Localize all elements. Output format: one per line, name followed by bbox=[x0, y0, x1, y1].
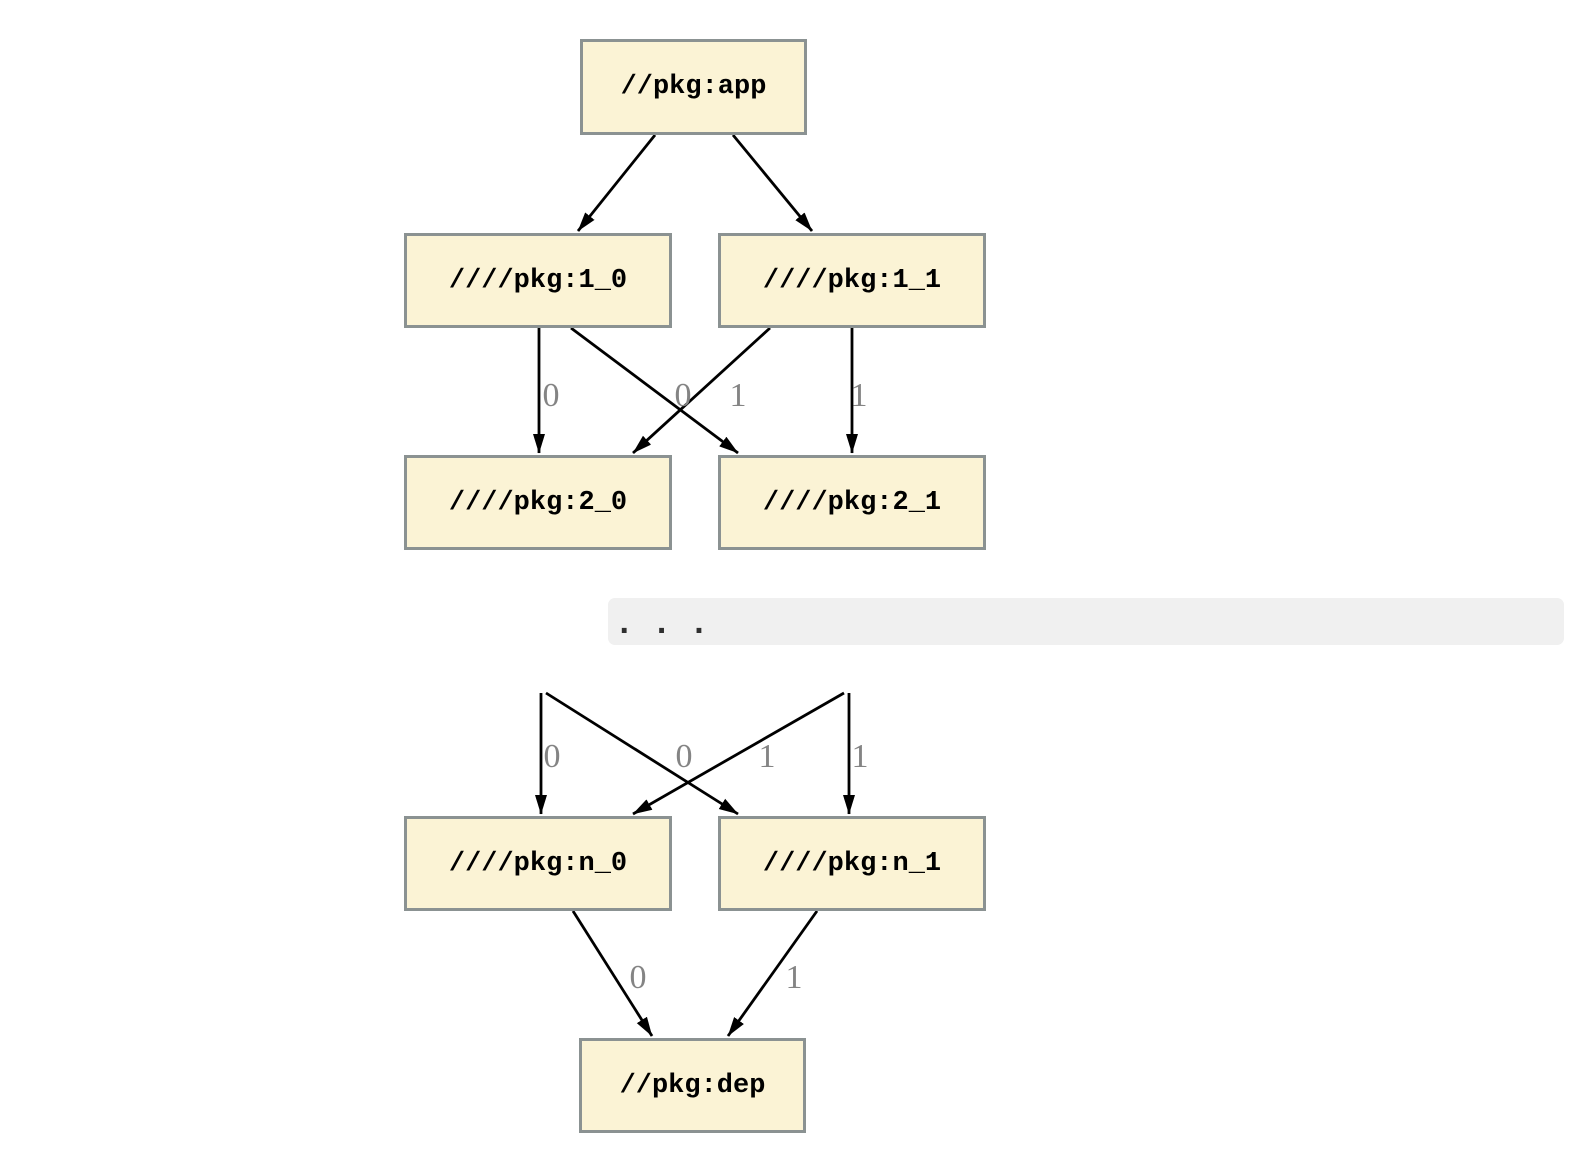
node-label-pkg-n-0: ////pkg:n_0 bbox=[448, 848, 628, 879]
edge-app-to-pkg-1-1 bbox=[731, 134, 814, 232]
edge-pkg-n-1-to-dep bbox=[726, 910, 819, 1037]
ellipsis-label: ... bbox=[614, 606, 727, 644]
edge-pkg-1-1-to-pkg-2-0 bbox=[632, 326, 771, 455]
edge-label-hidden-to-pkg-n-1-cross: 1 bbox=[759, 738, 776, 775]
node-label-pkg-2-1: ////pkg:2_1 bbox=[762, 487, 942, 518]
node-label-pkg-2-0: ////pkg:2_0 bbox=[448, 487, 628, 518]
edge-label-hidden-to-pkg-n-0-straight: 0 bbox=[544, 738, 561, 775]
ellipsis-band: ... bbox=[608, 598, 1564, 645]
edge-pkg-n-0-to-dep bbox=[571, 910, 654, 1037]
node-pkg-n-0: ////pkg:n_0 bbox=[404, 816, 672, 911]
node-label-app: //pkg:app bbox=[620, 72, 767, 102]
node-label-dep: //pkg:dep bbox=[619, 1070, 766, 1101]
node-dep: //pkg:dep bbox=[579, 1038, 806, 1133]
edge-pkg-1-0-to-pkg-2-1 bbox=[570, 326, 739, 455]
edge-label-pkg-1-0-to-pkg-2-0: 0 bbox=[543, 377, 560, 414]
node-pkg-1-1: ////pkg:1_1 bbox=[718, 233, 986, 328]
node-pkg-2-0: ////pkg:2_0 bbox=[404, 455, 672, 550]
node-label-pkg-n-1: ////pkg:n_1 bbox=[762, 848, 942, 879]
node-app: //pkg:app bbox=[580, 39, 807, 135]
node-pkg-2-1: ////pkg:2_1 bbox=[718, 455, 986, 550]
edge-label-pkg-1-1-to-pkg-2-0: 0 bbox=[675, 377, 692, 414]
edge-label-pkg-n-1-to-dep: 1 bbox=[786, 959, 803, 996]
edge-app-to-pkg-1-0 bbox=[576, 134, 657, 232]
node-label-pkg-1-1: ////pkg:1_1 bbox=[762, 265, 942, 296]
edge-hidden-to-pkg-n-0-cross bbox=[632, 691, 845, 816]
node-pkg-1-0: ////pkg:1_0 bbox=[404, 233, 672, 328]
edge-label-pkg-1-0-to-pkg-2-1: 1 bbox=[730, 377, 747, 414]
edge-hidden-to-pkg-n-1-cross bbox=[545, 691, 739, 816]
node-pkg-n-1: ////pkg:n_1 bbox=[718, 816, 986, 911]
edge-label-hidden-to-pkg-n-1-straight: 1 bbox=[852, 738, 869, 775]
edge-label-hidden-to-pkg-n-0-cross: 0 bbox=[676, 738, 693, 775]
node-label-pkg-1-0: ////pkg:1_0 bbox=[448, 265, 628, 296]
edge-label-pkg-n-0-to-dep: 0 bbox=[630, 959, 647, 996]
edge-label-pkg-1-1-to-pkg-2-1: 1 bbox=[851, 377, 868, 414]
